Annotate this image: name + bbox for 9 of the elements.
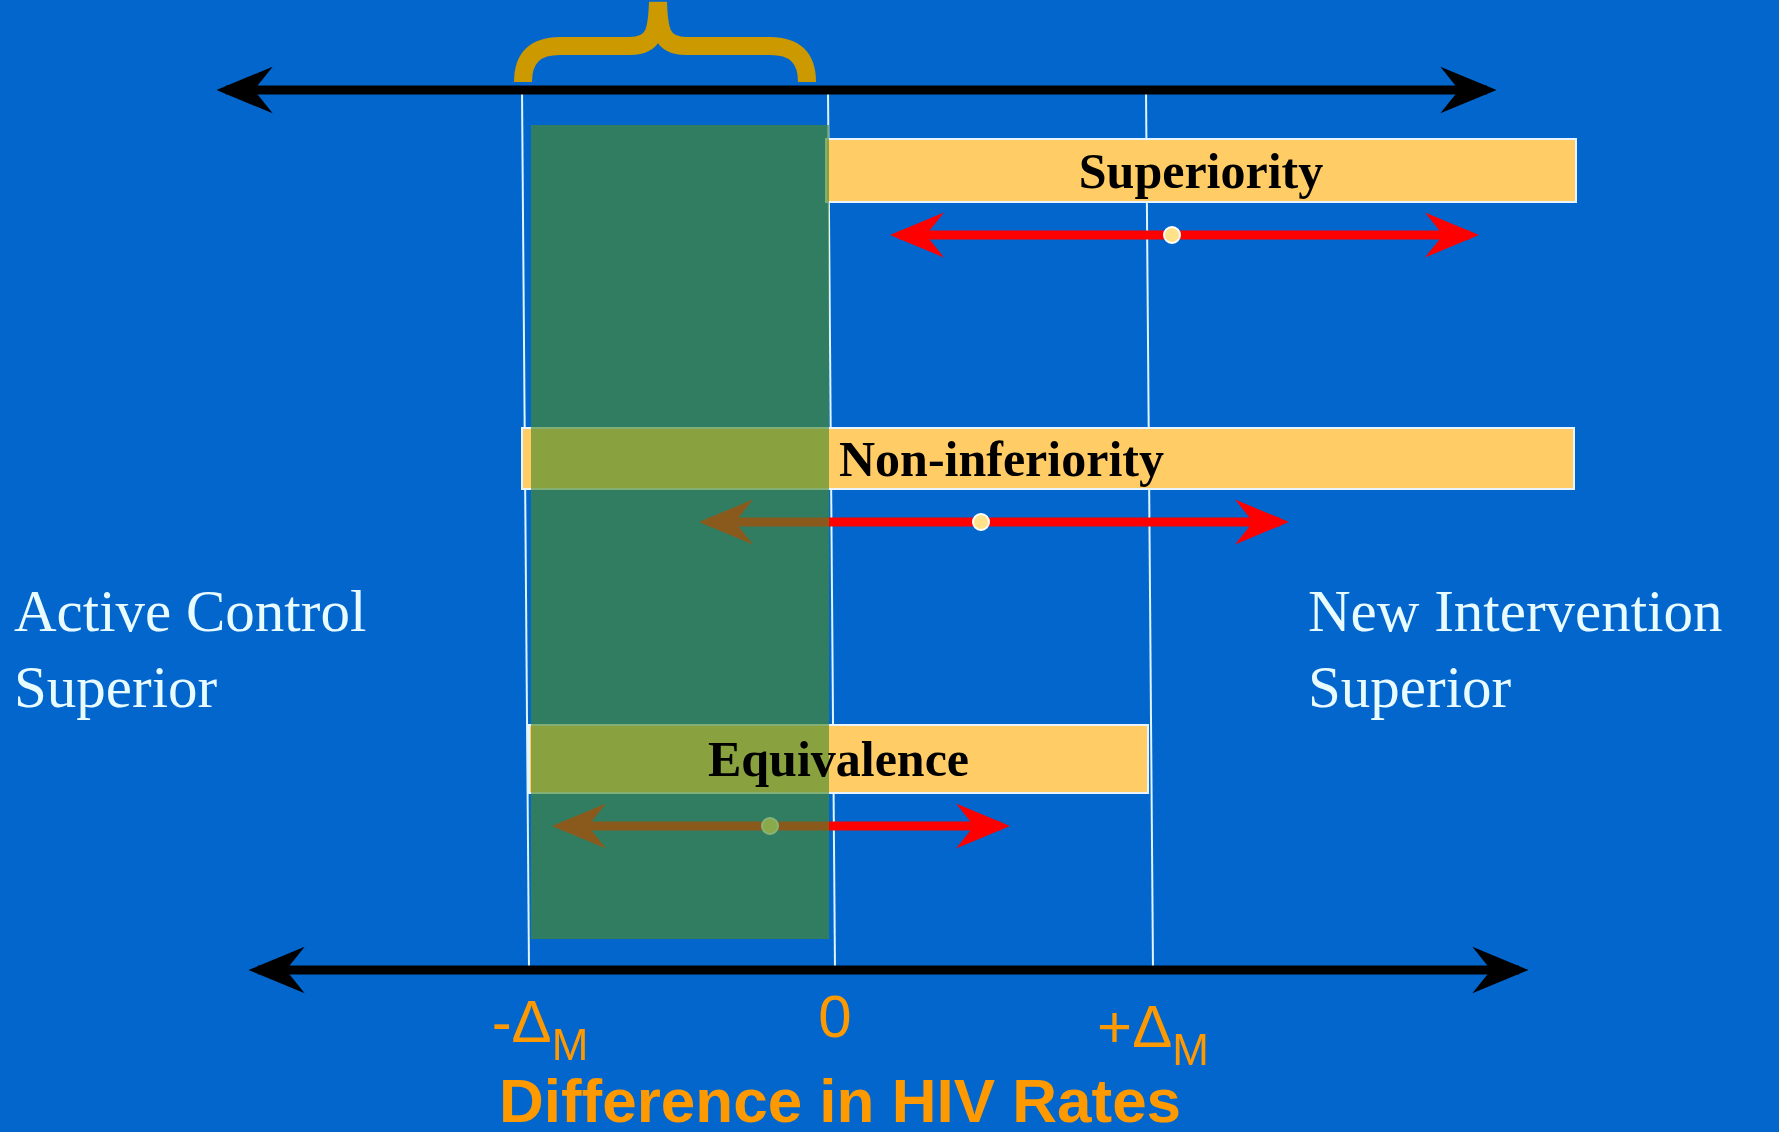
- bar-label: Non-inferiority: [839, 429, 1164, 488]
- bar-label: Superiority: [1078, 141, 1324, 200]
- bar-label: Equivalence: [707, 730, 970, 788]
- tick-label: 0: [818, 985, 852, 1049]
- result-bar: [825, 138, 1577, 203]
- side-label: New Intervention Superior: [1308, 577, 1724, 722]
- result-bar: [528, 724, 1149, 794]
- result-bar: [521, 427, 1575, 490]
- side-label: Active Control Superior: [14, 577, 368, 722]
